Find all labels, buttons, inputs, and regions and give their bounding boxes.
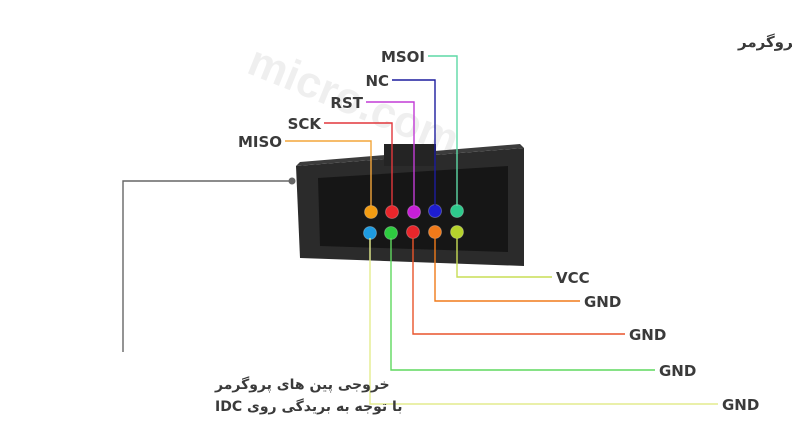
pin-miso [364,205,378,219]
pin-vcc [450,225,464,239]
label-gnd-4: GND [722,396,759,414]
pin-msoi [450,204,464,218]
line-miso [285,140,372,206]
line-msoi [428,55,458,206]
line-gnd-orange [434,238,580,302]
pin-gnd-red [406,225,420,239]
label-gnd-1: GND [584,293,621,311]
pin-gnd-green [384,226,398,240]
line-gnd-green [390,238,655,371]
pin-rst [407,205,421,219]
line-rst [366,101,415,206]
label-msoi: MSOI [381,48,425,66]
line-gnd-yellow [369,238,718,405]
line-gnd-red [412,238,625,335]
label-rst: RST [330,94,363,112]
pin-sck [385,205,399,219]
caption-line-2: با توجه به بریدگی روی IDC [215,398,403,415]
pin-gnd-orange [428,225,442,239]
caption-pointer-dot [288,177,296,185]
connector-key-notch [384,144,436,166]
label-sck: SCK [288,115,323,133]
label-gnd-2: GND [629,326,666,344]
line-nc [392,79,436,206]
line-caption [122,180,292,352]
label-miso: MISO [238,133,282,151]
leader-lines [122,55,718,405]
diagram-title: تصویر پین روی پروگرمر [737,33,792,52]
label-nc: NC [365,72,389,90]
label-gnd-3: GND [659,362,696,380]
caption-line-1: خروجی پین های پروگرمر [214,376,390,393]
pin-gnd-left [363,226,377,240]
line-sck [324,122,393,206]
idc-connector [296,144,524,266]
pin-nc [428,204,442,218]
line-vcc [456,238,552,278]
label-vcc: VCC [556,269,590,287]
